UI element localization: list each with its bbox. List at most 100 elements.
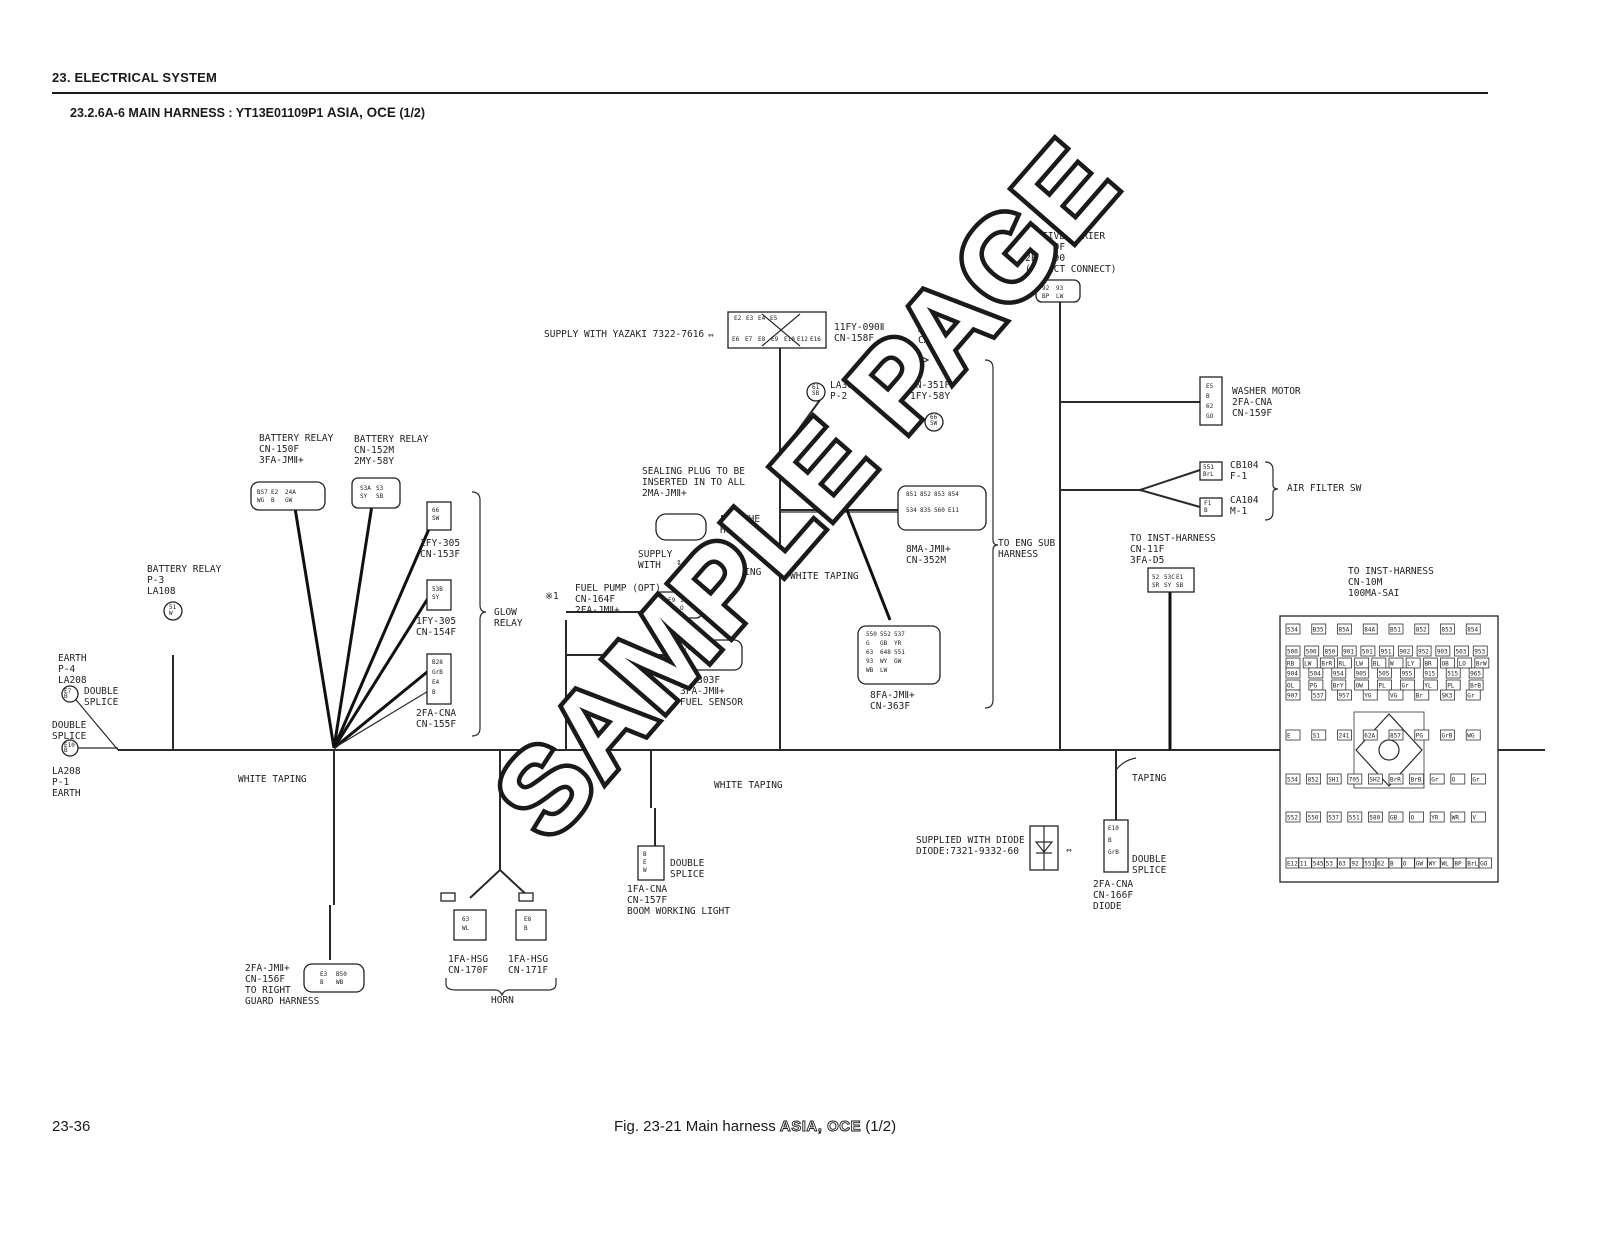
pin-cn159-2: 62 bbox=[1206, 403, 1214, 410]
cn10-pin-7-1: 852 bbox=[1308, 777, 1319, 784]
cn10-cell-7-8 bbox=[1450, 773, 1466, 785]
label-cn351-1: 1FY-58Y bbox=[910, 391, 950, 402]
connector-cn158 bbox=[727, 311, 827, 349]
cn10-cell-7-6 bbox=[1409, 773, 1424, 785]
label-washer-motor-0: WASHER MOTOR bbox=[1232, 386, 1301, 397]
cn10-cell-6-5 bbox=[1414, 729, 1430, 741]
pin-ca104-1: B bbox=[1204, 507, 1208, 514]
pin-cn150-1: E2 bbox=[271, 489, 279, 496]
pin-cn352-3: 854 bbox=[948, 491, 959, 498]
cn10-pin-3-7: 515 bbox=[1447, 671, 1458, 678]
label-cn154-1: CN-154F bbox=[416, 627, 456, 638]
cn10-pin-7-2: SH1 bbox=[1328, 777, 1339, 784]
cn10-pin-2-6: W bbox=[1390, 661, 1394, 668]
branch-airfilter bbox=[1060, 469, 1201, 508]
branch-cn157 bbox=[650, 750, 656, 846]
pin-cn158-top-1: E3 bbox=[746, 315, 754, 322]
connector-cn11 bbox=[1147, 567, 1195, 593]
diode-arrow: ⇔ bbox=[1066, 845, 1072, 856]
cn10-cell-0-1 bbox=[1311, 623, 1327, 635]
cn10-cell-7-9 bbox=[1471, 773, 1486, 785]
connector-cn154 bbox=[426, 579, 452, 611]
cn10-pin-9-11: WY bbox=[1429, 861, 1437, 868]
pin-cn363-8: 551 bbox=[894, 649, 905, 656]
cn10-pin-1-4: 501 bbox=[1362, 649, 1373, 656]
cn10-cell-8-5 bbox=[1388, 811, 1404, 823]
pin-cn363-12: WB bbox=[866, 667, 874, 674]
cn10-pin-9-3: 53 bbox=[1326, 861, 1334, 868]
cn10-cell-8-3 bbox=[1347, 811, 1363, 823]
pin-cn153-0: 66 bbox=[432, 507, 440, 514]
pin-cn352-2: 853 bbox=[934, 491, 945, 498]
pin-cn154-1: SY bbox=[432, 594, 440, 601]
cn10-pin-9-4: 63 bbox=[1339, 861, 1347, 868]
label-cn363-0: 8FA-JMⅡ+ bbox=[870, 690, 915, 701]
cn10-pin-1-8: 903 bbox=[1437, 649, 1448, 656]
label-cn303-0: CN-303F bbox=[680, 675, 720, 686]
cn10-cell-6-3 bbox=[1362, 729, 1378, 741]
pin-splice-p4-0: E7 bbox=[64, 688, 72, 695]
cn10-cell-7-5 bbox=[1388, 773, 1404, 785]
cn10-pin-8-1: 550 bbox=[1308, 815, 1319, 822]
pin-cn363-5: YR bbox=[894, 640, 902, 647]
pin-cn150-5: GW bbox=[285, 497, 293, 504]
diode-symbol bbox=[1034, 826, 1054, 870]
cn10-cell-7-2 bbox=[1326, 773, 1342, 785]
pin-cn152-1: S3 bbox=[376, 485, 384, 492]
cn10-pin-6-0: E bbox=[1287, 733, 1291, 740]
label-battery-relay-152-1: CN-152M bbox=[354, 445, 394, 456]
cn10-pin-0-0: 534 bbox=[1287, 627, 1298, 634]
splice-cn351 bbox=[924, 412, 944, 432]
horn-bracket bbox=[445, 978, 557, 997]
cn10-cell-5-7 bbox=[1465, 689, 1481, 701]
sealing-plug bbox=[655, 513, 707, 541]
taping-arrow bbox=[1115, 757, 1137, 771]
cn10-cell-6-4 bbox=[1388, 729, 1404, 741]
air-filter-bracket bbox=[1264, 461, 1279, 521]
label-ca104-m2-0: M-2 bbox=[918, 324, 935, 335]
label-double-splice-2-1: SPLICE bbox=[52, 731, 87, 742]
cn10-pin-0-5: 852 bbox=[1416, 627, 1427, 634]
label-air-filter-0: AIR FILTER SW bbox=[1287, 483, 1362, 494]
cn10-cell-3-8 bbox=[1468, 667, 1484, 679]
cn10-pin-9-2: 545 bbox=[1313, 861, 1324, 868]
pin-cn164-1: 11 bbox=[680, 597, 688, 604]
cn10-pin-2-0: RB bbox=[1287, 661, 1295, 668]
cn10-pin-1-5: 951 bbox=[1381, 649, 1392, 656]
pin-cn158-bot-1: E7 bbox=[745, 336, 753, 343]
pin-cn352-7: E11 bbox=[948, 507, 959, 514]
pin-cn158-bot-3: E9 bbox=[771, 336, 779, 343]
cn10-cell-0-4 bbox=[1388, 623, 1404, 635]
label-to-eng-sub-0: TO ENG SUB bbox=[998, 538, 1055, 549]
label-battery-relay-150-0: BATTERY RELAY bbox=[259, 433, 334, 444]
cn10-pin-6-2: 241 bbox=[1339, 733, 1350, 740]
splice-la108 bbox=[163, 601, 183, 621]
cn10-pin-3-3: 905 bbox=[1356, 671, 1367, 678]
cn10-cell-7-3 bbox=[1347, 773, 1363, 785]
pin-cn164-3: O bbox=[680, 605, 684, 612]
pin-cn11-0: 52 bbox=[1152, 574, 1160, 581]
pin-cn164-2: B bbox=[668, 605, 672, 612]
label-horn-0: HORN bbox=[491, 995, 514, 1006]
cn10-pin-1-3: 901 bbox=[1343, 649, 1354, 656]
subtitle-region: ASIA, OCE bbox=[326, 105, 396, 120]
label-diode-supply-0: SUPPLIED WITH DIODE bbox=[916, 835, 1025, 846]
label-cn157-0: 1FA-CNA bbox=[627, 884, 667, 895]
cn10-cell-0-0 bbox=[1285, 623, 1301, 635]
pin-cn158-top-3: E5 bbox=[770, 315, 778, 322]
label-fuel-pump-0: FUEL PUMP (OPT) bbox=[575, 583, 661, 594]
cn10-cell-0-3 bbox=[1362, 623, 1378, 635]
cn10-cell-1-6 bbox=[1397, 645, 1413, 657]
glow-relay-wire-b bbox=[332, 504, 374, 749]
cn10-cell-6-0 bbox=[1285, 729, 1301, 741]
label-cn153-0: 1FY-305 bbox=[420, 538, 460, 549]
label-double-splice-166-1: SPLICE bbox=[1132, 865, 1167, 876]
label-battery-relay-p3-1: P-3 bbox=[147, 575, 164, 586]
pin-cn351-1: SW bbox=[930, 420, 938, 427]
cn10-pin-9-13: BP bbox=[1454, 861, 1462, 868]
label-receiver-drier-1: CN-160F bbox=[1025, 242, 1065, 253]
label-cn170-1: CN-170F bbox=[448, 965, 488, 976]
diagram-subtitle: 23.2.6A-6 MAIN HARNESS : YT13E01109P1 AS… bbox=[70, 105, 425, 120]
label-cn156-1: CN-156F bbox=[245, 974, 285, 985]
cn10-cell-1-7 bbox=[1416, 645, 1432, 657]
